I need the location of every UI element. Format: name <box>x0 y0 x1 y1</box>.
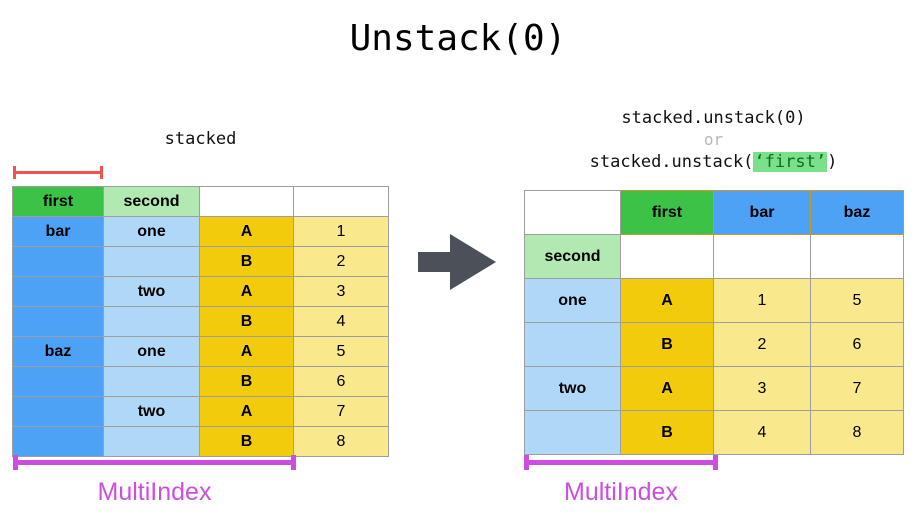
table-row: B 2 6 <box>524 322 904 367</box>
multiindex-label-right: MultiIndex <box>564 478 678 506</box>
cell-first <box>12 276 104 307</box>
cell-value-baz: 8 <box>810 410 904 455</box>
cell-third: A <box>620 366 714 411</box>
table-row: one A 1 5 <box>524 278 904 323</box>
table-row: B 4 <box>12 306 389 337</box>
cell-third: B <box>199 306 294 337</box>
cell-third: B <box>199 426 294 457</box>
header-cell-second: second <box>103 186 200 217</box>
caption-line-unstack-0: stacked.unstack(0) <box>621 108 806 128</box>
caption-line-unstack-first: stacked.unstack(‘first’) <box>524 151 903 173</box>
header-cell-blank-1 <box>199 186 294 217</box>
purple-bracket-right-cap <box>713 455 718 470</box>
cell-second <box>524 322 621 367</box>
cell-first <box>12 426 104 457</box>
cell-value: 8 <box>293 426 389 457</box>
multiindex-label-left: MultiIndex <box>97 478 212 506</box>
header-cell-corner <box>524 190 621 235</box>
cell-second <box>103 246 200 277</box>
cell-third: A <box>199 336 294 367</box>
cell-first <box>12 396 104 427</box>
cell-first <box>12 246 104 277</box>
header-cell-blank-3 <box>810 234 904 279</box>
header-cell-second: second <box>524 234 621 279</box>
cell-value: 4 <box>293 306 389 337</box>
cell-second: one <box>524 278 621 323</box>
left-table-caption: stacked <box>164 129 237 149</box>
caption-suffix: ) <box>827 152 838 172</box>
cell-value-bar: 1 <box>713 278 811 323</box>
table-row: B 4 8 <box>524 410 904 455</box>
cell-value: 3 <box>293 276 389 307</box>
purple-bracket-right <box>524 455 718 470</box>
table-header-row-1: first bar baz <box>524 190 904 235</box>
red-bracket-right-cap <box>100 166 103 179</box>
table-row: B 2 <box>12 246 389 277</box>
cell-second: one <box>103 336 200 367</box>
table-row: B 6 <box>12 366 389 397</box>
cell-second <box>103 306 200 337</box>
cell-second <box>103 426 200 457</box>
caption-line-or: or <box>703 130 724 149</box>
purple-bracket-right-cap <box>291 455 296 470</box>
cell-second: one <box>103 216 200 247</box>
table-header-row-2: second <box>524 234 904 279</box>
header-cell-bar: bar <box>713 190 811 235</box>
cell-value: 2 <box>293 246 389 277</box>
header-cell-first: first <box>620 190 714 235</box>
red-bracket-bar <box>13 171 103 174</box>
cell-second: two <box>103 396 200 427</box>
purple-bracket-bar <box>13 460 296 465</box>
header-cell-first: first <box>12 186 104 217</box>
table-header-row: first second <box>12 186 389 217</box>
cell-second: two <box>524 366 621 411</box>
cell-value-bar: 3 <box>713 366 811 411</box>
cell-second <box>103 366 200 397</box>
cell-first <box>12 306 104 337</box>
cell-second: two <box>103 276 200 307</box>
cell-third: A <box>199 276 294 307</box>
unstacked-table: first bar baz second one A 1 5 B 2 6 two… <box>524 190 904 455</box>
cell-first: baz <box>12 336 104 367</box>
header-cell-baz: baz <box>810 190 904 235</box>
stacked-table: first second bar one A 1 B 2 two A 3 B <box>12 186 389 457</box>
cell-value-baz: 5 <box>810 278 904 323</box>
table-row: two A 3 <box>12 276 389 307</box>
table-row: baz one A 5 <box>12 336 389 367</box>
right-arrow-icon <box>418 232 498 292</box>
red-bracket-first-level <box>13 166 103 179</box>
cell-third: B <box>199 366 294 397</box>
cell-first: bar <box>12 216 104 247</box>
cell-second <box>524 410 621 455</box>
cell-third: B <box>199 246 294 277</box>
table-row: two A 7 <box>12 396 389 427</box>
table-row: two A 3 7 <box>524 366 904 411</box>
cell-value: 1 <box>293 216 389 247</box>
header-cell-blank-2 <box>293 186 389 217</box>
cell-value: 6 <box>293 366 389 397</box>
cell-value: 5 <box>293 336 389 367</box>
cell-third: A <box>199 216 294 247</box>
caption-highlight-first: ‘first’ <box>753 152 828 172</box>
cell-third: A <box>199 396 294 427</box>
cell-value-bar: 4 <box>713 410 811 455</box>
cell-first <box>12 366 104 397</box>
purple-bracket-left <box>13 455 296 470</box>
header-cell-blank-1 <box>620 234 714 279</box>
purple-bracket-bar <box>524 460 718 465</box>
cell-value: 7 <box>293 396 389 427</box>
right-table-caption: stacked.unstack(0) or stacked.unstack(‘f… <box>524 107 903 173</box>
cell-third: A <box>620 278 714 323</box>
cell-value-baz: 6 <box>810 322 904 367</box>
page-title: Unstack(0) <box>349 18 567 59</box>
cell-third: B <box>620 322 714 367</box>
cell-value-baz: 7 <box>810 366 904 411</box>
table-row: bar one A 1 <box>12 216 389 247</box>
table-row: B 8 <box>12 426 389 457</box>
cell-value-bar: 2 <box>713 322 811 367</box>
header-cell-blank-2 <box>713 234 811 279</box>
cell-third: B <box>620 410 714 455</box>
caption-prefix: stacked.unstack( <box>589 152 754 172</box>
